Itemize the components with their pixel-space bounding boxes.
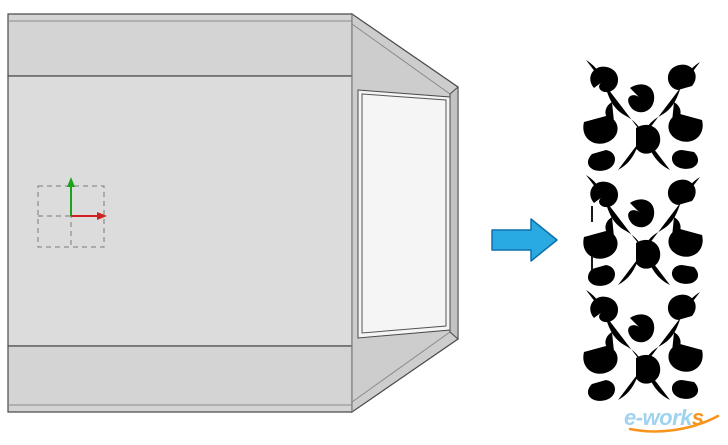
- flattened-ornament[interactable]: [562, 60, 703, 401]
- cap-right-edge-face[interactable]: [449, 85, 459, 341]
- knot-tile: [583, 175, 703, 286]
- plus-mark-icon[interactable]: [562, 202, 570, 210]
- knot-tile: [583, 290, 703, 401]
- cap-top-rim-line: [351, 23, 451, 95]
- x-axis-arrowhead-icon: [97, 212, 107, 220]
- watermark-logo: e-works: [624, 403, 724, 439]
- y-axis-arrowhead-icon: [67, 177, 75, 187]
- cap-bottom-rim-line: [351, 331, 451, 403]
- plus-mark-icon[interactable]: [628, 280, 636, 288]
- plus-mark-icon[interactable]: [622, 356, 630, 364]
- model-bottom-band-face[interactable]: [7, 345, 353, 413]
- plus-mark-icon[interactable]: [626, 182, 634, 190]
- plus-mark-icon[interactable]: [412, 42, 420, 50]
- model-main-face[interactable]: [7, 75, 353, 347]
- origin-triad-icon[interactable]: [37, 177, 107, 248]
- knot-tile: [583, 60, 703, 171]
- plus-mark-icon[interactable]: [408, 380, 416, 388]
- watermark-text-blue: e-work: [624, 405, 692, 430]
- plus-mark-icon[interactable]: [562, 236, 570, 244]
- engraved-pattern-face[interactable]: [357, 89, 451, 339]
- watermark-text-orange: s: [691, 405, 704, 430]
- plus-mark-icon[interactable]: [562, 260, 570, 268]
- cad-model[interactable]: [7, 12, 459, 414]
- model-top-band-face[interactable]: [7, 13, 353, 77]
- right-arrow-icon: [491, 218, 558, 262]
- engraving-frame-outline: [361, 93, 447, 334]
